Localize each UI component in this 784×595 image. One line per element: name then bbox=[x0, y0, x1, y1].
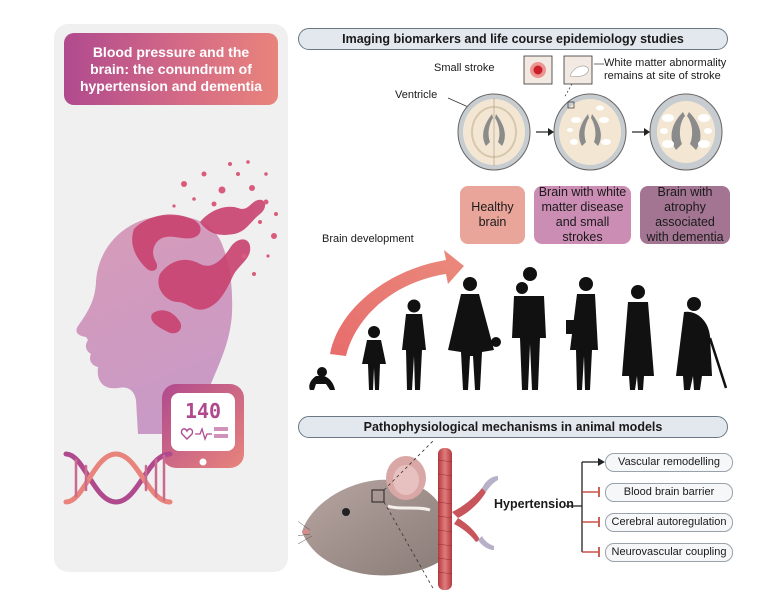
main-title: Blood pressure and the brain: the conund… bbox=[64, 33, 278, 105]
mechanism-connectors bbox=[566, 458, 605, 557]
heart-icon bbox=[180, 428, 194, 440]
white-matter-disease-brain-scan-icon bbox=[553, 93, 627, 171]
blood-vessel-icon bbox=[437, 448, 498, 590]
stage-white-matter-disease: Brain with white matter disease and smal… bbox=[534, 185, 631, 244]
middle-aged-woman-silhouette-icon bbox=[566, 277, 598, 390]
white-matter-zoom-icon bbox=[563, 55, 593, 85]
atrophy-brain-scan-icon bbox=[649, 93, 723, 171]
mechanism-vascular-remodelling: Vascular remodelling bbox=[605, 453, 733, 472]
young-woman-silhouette-icon bbox=[448, 277, 501, 390]
white-matter-note-label: White matter abnormality remains at site… bbox=[604, 57, 727, 82]
life-course-illustration bbox=[309, 250, 728, 390]
ventricle-label: Ventricle bbox=[395, 89, 438, 101]
brain-development-label: Brain development bbox=[322, 233, 414, 245]
older-woman-silhouette-icon bbox=[622, 285, 654, 390]
healthy-brain-scan-icon bbox=[457, 93, 531, 171]
child-silhouette-icon bbox=[402, 299, 426, 390]
adult-with-child-silhouette-icon bbox=[512, 267, 546, 390]
hypertension-label: Hypertension bbox=[494, 497, 574, 511]
stage-atrophy-dementia: Brain with atrophy associated with demen… bbox=[640, 185, 730, 244]
stage-atrophy-label: Brain with atrophy associated with demen… bbox=[646, 185, 724, 244]
brain-tendrils bbox=[132, 199, 266, 334]
stage-white-matter-label: Brain with white matter disease and smal… bbox=[538, 185, 627, 244]
mouse-illustration-icon bbox=[298, 456, 442, 576]
life-course-silhouettes bbox=[309, 267, 728, 390]
main-title-text: Blood pressure and the brain: the conund… bbox=[79, 43, 263, 94]
baby-silhouette-icon bbox=[309, 367, 335, 390]
animal-model-illustration bbox=[298, 440, 498, 590]
brain-development-arrow-icon bbox=[330, 250, 464, 356]
dna-helix-icon bbox=[63, 451, 173, 505]
pulse-icon bbox=[195, 427, 212, 441]
brain-imaging-diagram bbox=[447, 55, 723, 171]
activation-arrow-icon bbox=[598, 458, 605, 466]
imaging-section-header: Imaging biomarkers and life course epide… bbox=[298, 28, 728, 50]
toddler-silhouette-icon bbox=[362, 326, 386, 390]
monitor-reading: 140 bbox=[185, 399, 221, 423]
elderly-with-cane-silhouette-icon bbox=[676, 297, 728, 390]
small-stroke-label: Small stroke bbox=[434, 62, 495, 74]
left-illustration: 140 bbox=[63, 160, 278, 505]
brain-particles bbox=[172, 160, 278, 276]
stage-healthy-brain: Healthy brain bbox=[460, 186, 525, 244]
blood-pressure-monitor-icon: 140 bbox=[162, 384, 244, 468]
mechanism-cerebral-autoregulation: Cerebral autoregulation bbox=[605, 513, 733, 532]
small-stroke-zoom-icon bbox=[523, 55, 553, 85]
mechanism-blood-brain-barrier: Blood brain barrier bbox=[605, 483, 733, 502]
stage-healthy-label: Healthy brain bbox=[471, 200, 514, 229]
mechanism-neurovascular-coupling: Neurovascular coupling bbox=[605, 543, 733, 562]
pathophysiology-section-header: Pathophysiological mechanisms in animal … bbox=[298, 416, 728, 438]
